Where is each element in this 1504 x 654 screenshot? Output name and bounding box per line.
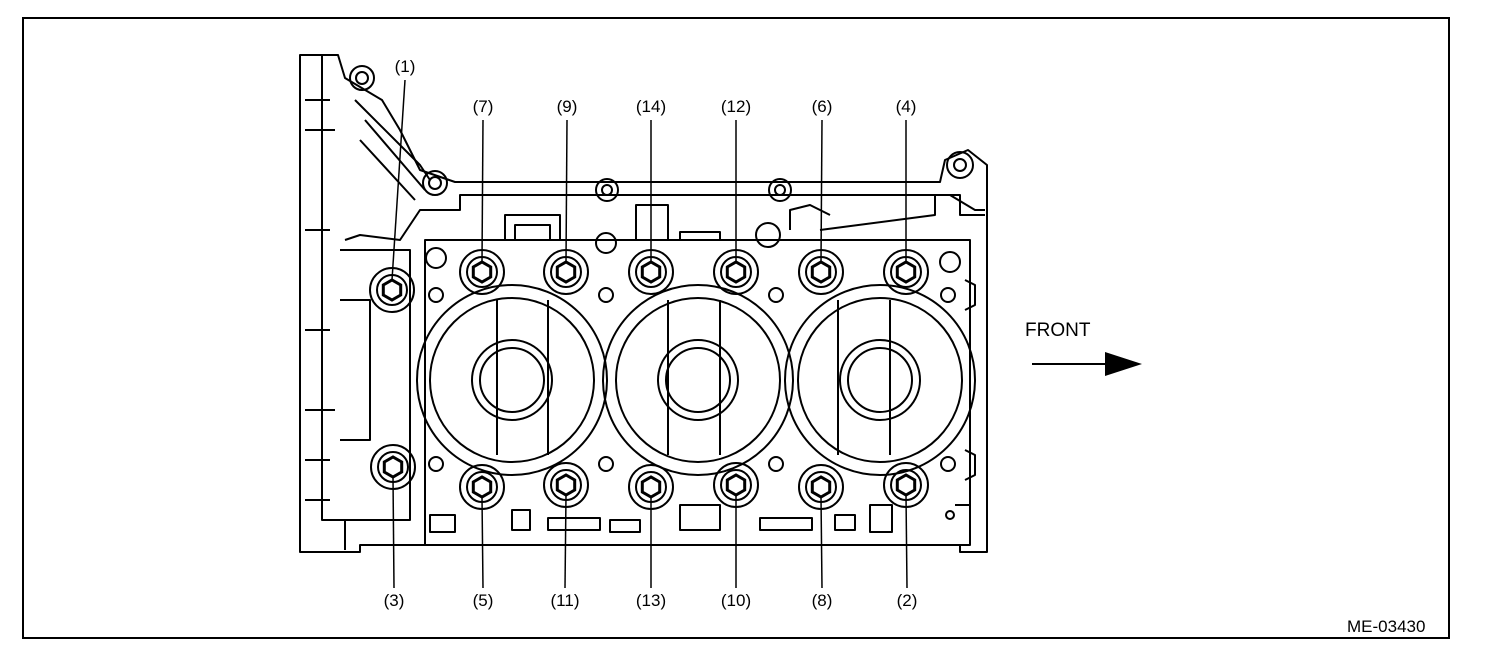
rod-bar-3: [837, 300, 891, 455]
bolt-3: [370, 444, 416, 589]
leader-line-6: [820, 119, 823, 263]
bolt-7: [459, 119, 505, 295]
top-bracket-mid: [635, 204, 669, 240]
bolt-label-8: (8): [811, 591, 833, 610]
figure-frame: [22, 17, 1450, 639]
cylinder-1-outer: [416, 284, 608, 476]
leader-line-9: [565, 119, 568, 263]
front-direction-label: FRONT: [1025, 320, 1091, 341]
top-bracket-left: [504, 214, 561, 240]
deck-surface: [424, 239, 971, 546]
leader-line-7: [481, 119, 484, 263]
leader-line-11: [564, 494, 567, 589]
top-deck-edge: [344, 194, 985, 241]
bolt-label-3: (3): [383, 591, 405, 610]
leader-line-5: [481, 496, 484, 589]
bolt-2: [883, 462, 929, 589]
rod-bar-2: [667, 300, 721, 455]
bolt-4: [883, 120, 929, 295]
bolt-10: [713, 462, 759, 588]
bolt-label-14: (14): [635, 97, 667, 116]
bolt-11: [543, 462, 589, 589]
bolt-label-10: (10): [720, 591, 752, 610]
bolt-5: [459, 464, 505, 589]
rod-bar-1: [496, 300, 549, 455]
bolt-9: [543, 119, 589, 295]
cylinder-2-outer: [602, 284, 794, 476]
bolt-label-1: (1): [394, 57, 416, 76]
figure-code: ME-03430: [1347, 617, 1426, 636]
leader-line-2: [905, 494, 908, 589]
bolt-label-9: (9): [556, 97, 578, 116]
top-boss-1: [349, 65, 375, 91]
block-left-wall: [321, 55, 346, 550]
block-left-frame: [340, 249, 411, 521]
bolt-label-4: (4): [895, 97, 917, 116]
bolt-label-2: (2): [896, 591, 918, 610]
front-arrow: [1032, 352, 1142, 376]
top-bracket-right: [679, 231, 721, 240]
top-ridge-lines: [354, 99, 431, 201]
top-boss-3: [595, 178, 619, 202]
top-right-rail: [819, 194, 985, 231]
leader-line-1: [391, 79, 406, 281]
bolt-label-6: (6): [811, 97, 833, 116]
leader-line-8: [820, 496, 823, 589]
top-boss-4: [768, 178, 792, 202]
bolt-label-5: (5): [472, 591, 494, 610]
bolt-1: [369, 79, 415, 313]
bolt-14: [628, 120, 674, 295]
bottom-pockets: [429, 504, 893, 533]
bolt-label-13: (13): [635, 591, 667, 610]
cylinder-3-outer: [784, 284, 976, 476]
leader-line-3: [392, 476, 395, 589]
block-left-ribs: [305, 99, 335, 501]
bolt-8: [798, 464, 844, 589]
bolt-12: [713, 120, 759, 295]
bolt-label-12: (12): [720, 97, 752, 116]
top-boss-2: [422, 170, 448, 196]
engine-block-outline: [299, 54, 988, 553]
top-right-boss: [789, 204, 831, 230]
bolt-label-7: (7): [472, 97, 494, 116]
bolt-13: [628, 464, 674, 588]
right-side-detail: [955, 279, 976, 530]
top-boss-5: [946, 151, 974, 179]
bolt-6: [798, 119, 844, 295]
bolt-label-11: (11): [550, 591, 580, 610]
